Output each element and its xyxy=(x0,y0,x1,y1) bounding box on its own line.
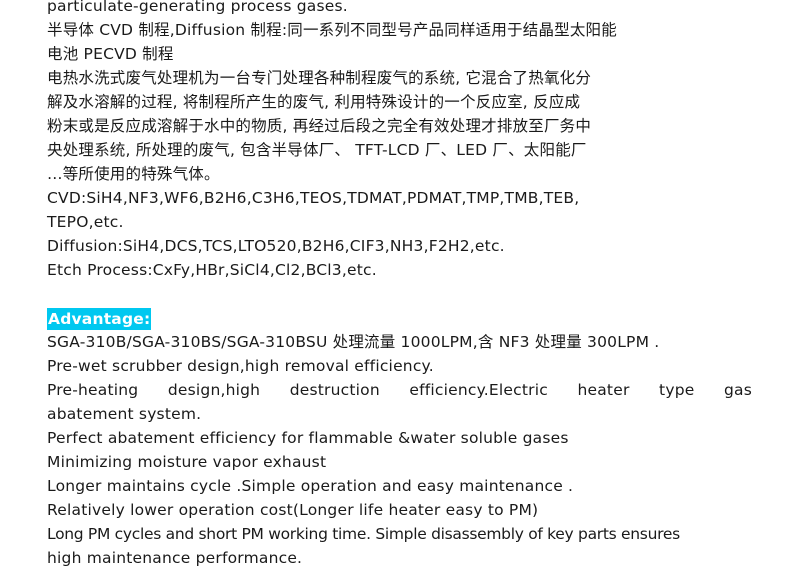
advantage-line-10: high maintenance performance. xyxy=(47,549,303,567)
cvd-gases-line: CVD:SiH4,NF3,WF6,B2H6,C3H6,TEOS,TDMAT,PD… xyxy=(47,189,580,207)
text-line-3: 电池 PECVD 制程 xyxy=(47,45,174,63)
advantage-line-5: Perfect abatement efficiency for flammab… xyxy=(47,429,569,447)
text-line-6: 粉末或是反应成溶解于水中的物质, 再经过后段之完全有效处理才排放至厂务中 xyxy=(47,117,592,135)
advantage-line-7: Longer maintains cycle .Simple operation… xyxy=(47,477,574,495)
advantage-line-1: SGA-310B/SGA-310BS/SGA-310BSU 处理流量 1000L… xyxy=(47,333,660,351)
advantage-heading-line: Advantage: xyxy=(47,306,752,330)
advantage-line-9: Long PM cycles and short PM working time… xyxy=(47,525,680,543)
cvd-gases-line-cont: TEPO,etc. xyxy=(47,213,124,231)
advantage-line-6: Minimizing moisture vapor exhaust xyxy=(47,453,327,471)
advantage-line-2: Pre-wet scrubber design,high removal eff… xyxy=(47,357,434,375)
advantage-line-4: abatement system. xyxy=(47,405,202,423)
diffusion-gases-line: Diffusion:SiH4,DCS,TCS,LTO520,B2H6,CIF3,… xyxy=(47,237,505,255)
document-body: particulate-generating process gases. 半导… xyxy=(47,0,752,570)
text-line-7: 央处理系统, 所处理的废气, 包含半导体厂、 TFT-LCD 厂、LED 厂、太… xyxy=(47,141,587,159)
text-line-8: …等所使用的特殊气体。 xyxy=(47,165,220,183)
etch-gases-line: Etch Process:CxFy,HBr,SiCl4,Cl2,BCl3,etc… xyxy=(47,261,377,279)
advantage-line-3: Pre-heating design,high destruction effi… xyxy=(47,381,752,399)
text-line-2: 半导体 CVD 制程,Diffusion 制程:同一系列不同型号产品同样适用于结… xyxy=(47,21,617,39)
blank-line xyxy=(47,282,752,306)
advantage-line-8: Relatively lower operation cost(Longer l… xyxy=(47,501,539,519)
text-line-4: 电热水洗式废气处理机为一台专门处理各种制程废气的系统, 它混合了热氧化分 xyxy=(47,69,592,87)
text-line-1: particulate-generating process gases. xyxy=(47,0,348,15)
text-line-5: 解及水溶解的过程, 将制程所产生的废气, 利用特殊设计的一个反应室, 反应成 xyxy=(47,93,581,111)
advantage-label: Advantage: xyxy=(47,308,152,330)
